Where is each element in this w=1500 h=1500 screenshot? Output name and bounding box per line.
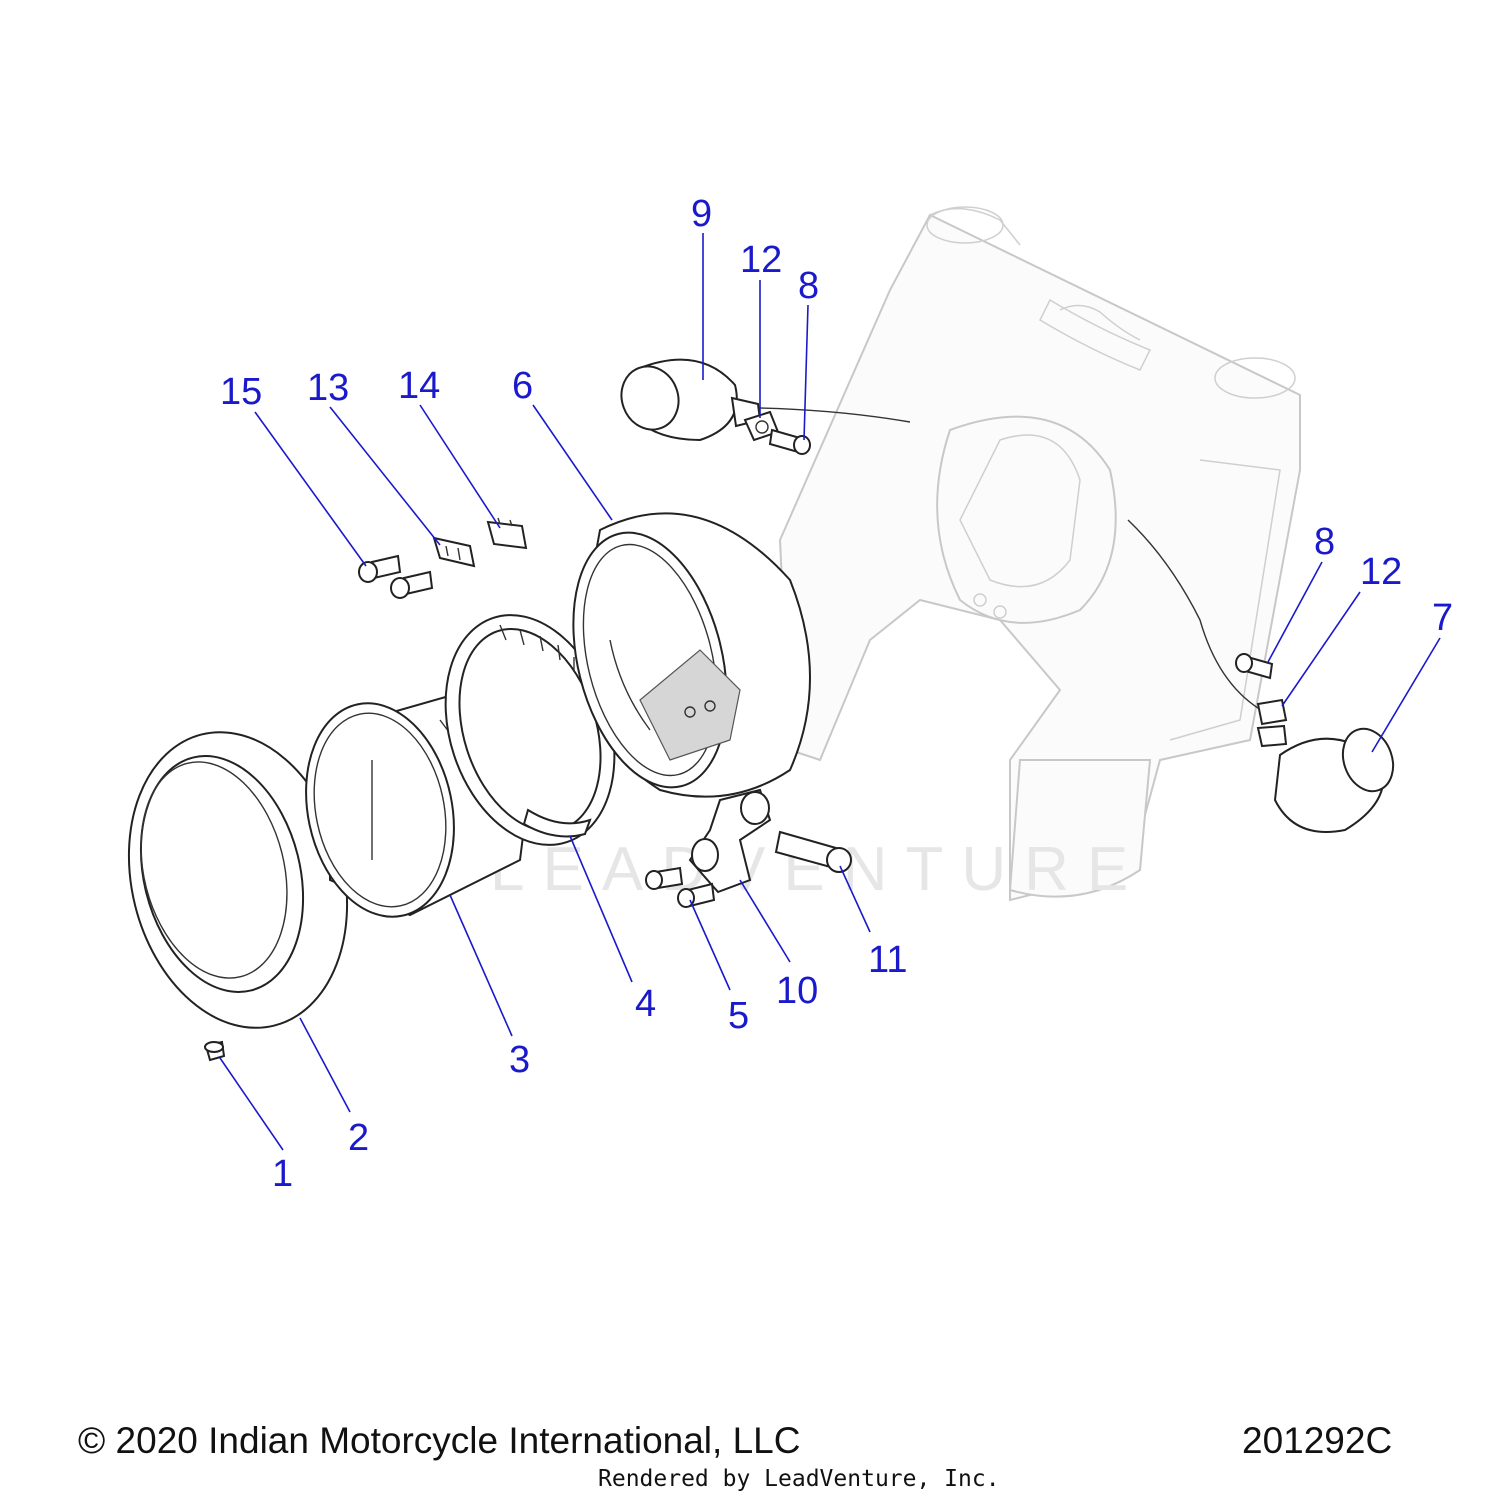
part-5-screws	[645, 866, 716, 908]
part-4-mounting-ring	[444, 614, 616, 846]
leader-lines	[219, 233, 1441, 1151]
callout-5: 5	[728, 995, 749, 1037]
part-14-connector	[486, 517, 528, 550]
callout-13: 13	[307, 367, 349, 409]
callout-8-right: 8	[1314, 521, 1335, 563]
callout-9: 9	[691, 193, 712, 235]
fork-nacelle-ghost	[778, 206, 1301, 902]
wire-right	[1127, 519, 1271, 716]
callout-11: 11	[868, 939, 907, 981]
callout-4: 4	[635, 983, 656, 1025]
callout-2: 2	[348, 1117, 369, 1159]
callout-7: 7	[1432, 597, 1453, 639]
callout-15: 15	[220, 371, 262, 413]
part-8-bolt-left	[768, 428, 811, 455]
copyright-text: © 2020 Indian Motorcycle International, …	[78, 1420, 801, 1461]
wire-left	[759, 407, 911, 423]
part-11-long-bolt	[774, 830, 852, 873]
rendered-by-text: Rendered by LeadVenture, Inc.	[598, 1466, 1000, 1492]
part-8-bolt-right	[1235, 653, 1274, 680]
callout-8-left: 8	[798, 265, 819, 307]
part-2-trim-ring	[127, 731, 349, 1029]
part-9-turn-signal-left	[620, 358, 762, 442]
callout-labels: 1 2 3 4 5 6 7 8 8 9 10 11 12 12 13 14 15	[220, 193, 1453, 1195]
callout-6: 6	[512, 365, 533, 407]
callout-12-left: 12	[740, 239, 782, 281]
diagram-number: 201292C	[1242, 1420, 1393, 1461]
callout-10: 10	[776, 970, 818, 1012]
part-1-screw	[204, 1040, 226, 1062]
part-10-bracket	[688, 788, 772, 894]
callout-1: 1	[272, 1153, 293, 1195]
part-7-turn-signal-right	[1256, 724, 1395, 833]
part-13-clip	[432, 536, 476, 568]
part-15-screws	[358, 554, 434, 599]
part-12-clip-right	[1256, 698, 1288, 726]
part-6-headlamp-bucket	[572, 512, 811, 798]
callout-12-right: 12	[1360, 551, 1402, 593]
callout-3: 3	[509, 1039, 530, 1081]
callout-14: 14	[398, 365, 440, 407]
